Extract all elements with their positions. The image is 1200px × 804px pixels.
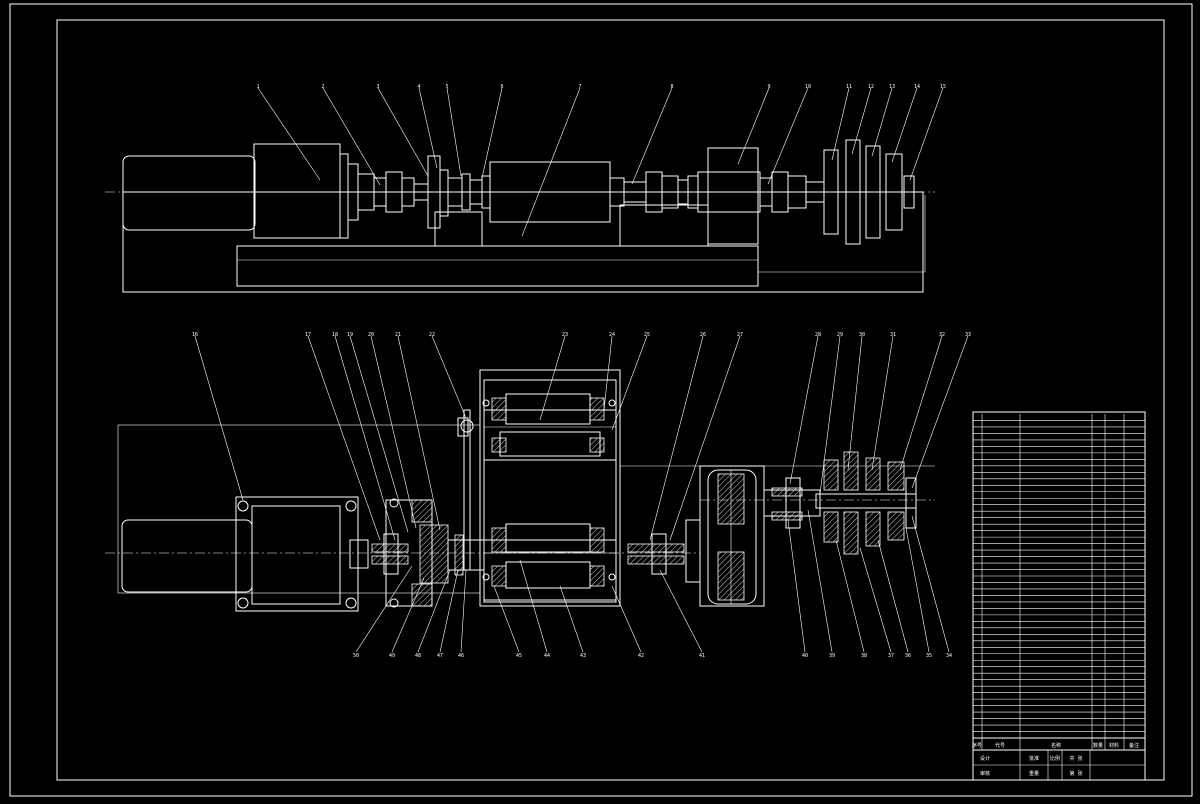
title-block-cell: 审核 [980,770,990,777]
part-label-35: 35 [926,653,932,659]
part-label-13: 13 [889,84,895,90]
part-label-40: 40 [802,653,808,659]
part-label-18: 18 [332,332,338,338]
part-label-37: 37 [888,653,894,659]
bottom-section-view: 16 17 18 19 20 21 22 23 24 25 26 27 28 29 30 31 32 33 50 4… [105,332,971,659]
part-label-42: 42 [638,653,644,659]
part-label-16: 16 [192,332,198,338]
part-label-38: 38 [861,653,867,659]
bom-header-cell: 材料 [1109,742,1119,749]
part-label-1: 1 [256,84,259,90]
part-label-31: 31 [890,332,896,338]
inner-border [56,19,1165,781]
part-label-27: 27 [737,332,743,338]
part-label-4: 4 [417,84,420,90]
part-label-30: 30 [859,332,865,338]
bom-header-cell: 数量 [1093,742,1103,749]
part-label-19: 19 [347,332,353,338]
part-label-50: 50 [353,653,359,659]
part-label-9: 9 [767,84,770,90]
part-label-26: 26 [700,332,706,338]
part-label-41: 41 [699,653,705,659]
part-label-24: 24 [609,332,615,338]
part-label-25: 25 [644,332,650,338]
part-label-3: 3 [376,84,379,90]
part-label-28: 28 [815,332,821,338]
part-label-5: 5 [445,84,448,90]
part-label-2: 2 [321,84,324,90]
part-label-12: 12 [868,84,874,90]
part-label-34: 34 [946,653,952,659]
title-block-cell: 第 张 [1069,770,1082,777]
title-block-cell: 共 张 [1069,755,1082,762]
bom-header-cell: 代号 [995,742,1005,749]
title-block-cell: 重量 [1029,770,1039,777]
outer-border [9,3,1193,797]
part-label-15: 15 [940,84,946,90]
title-block-cell: 比例 [1050,755,1060,762]
part-label-10: 10 [805,84,811,90]
part-label-36: 36 [905,653,911,659]
part-label-6: 6 [500,84,503,90]
part-label-23: 23 [562,332,568,338]
part-label-8: 8 [670,84,673,90]
part-label-20: 20 [368,332,374,338]
part-label-47: 47 [437,653,443,659]
bom-header-cell: 备注 [1129,742,1139,749]
part-label-14: 14 [914,84,920,90]
part-label-44: 44 [544,653,550,659]
part-label-7: 7 [578,84,581,90]
part-label-17: 17 [305,332,311,338]
part-label-49: 49 [389,653,395,659]
part-label-39: 39 [829,653,835,659]
part-label-33: 33 [965,332,971,338]
parts-list-table: 序号 代号 名称 数量材料 备注 设计审核 批准 比例重量 共 张第 张 [972,411,1146,781]
part-label-11: 11 [846,84,852,90]
bom-header-cell: 名称 [1051,742,1061,749]
part-label-45: 45 [516,653,522,659]
part-label-22: 22 [429,332,435,338]
part-label-21: 21 [395,332,401,338]
part-label-32: 32 [939,332,945,338]
title-block-cell: 设计 [980,755,990,762]
part-label-48: 48 [415,653,421,659]
bom-header-cell: 序号 [972,742,982,749]
part-label-46: 46 [458,653,464,659]
part-label-29: 29 [837,332,843,338]
part-label-43: 43 [580,653,586,659]
title-block-cell: 批准 [1029,755,1039,762]
